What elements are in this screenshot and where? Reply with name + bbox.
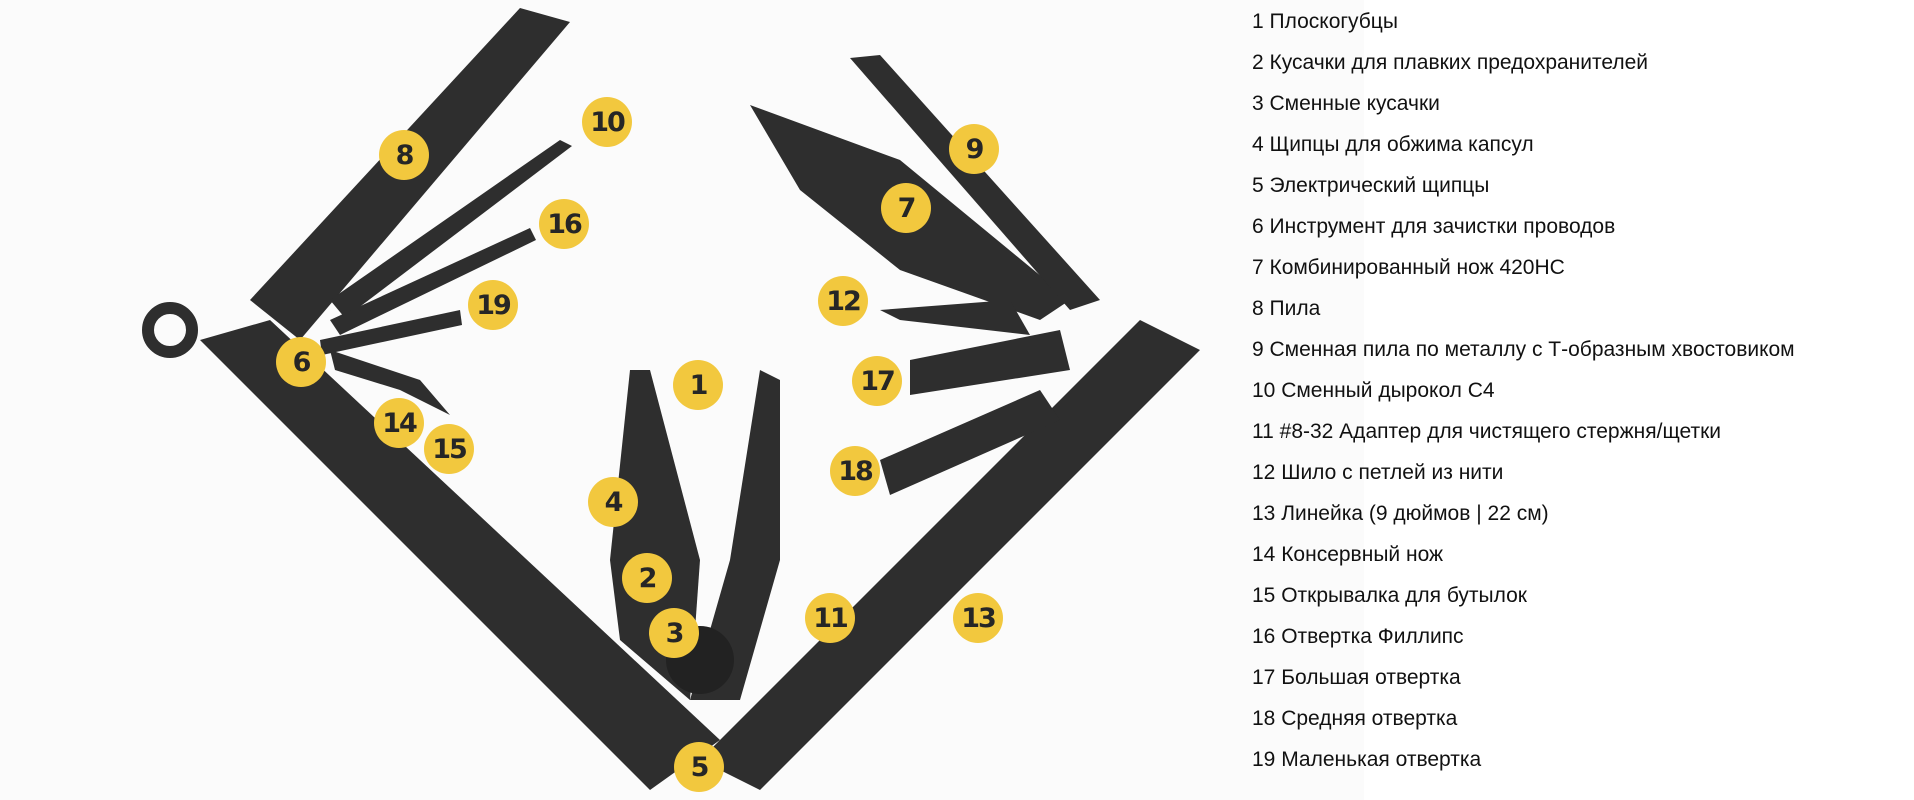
medium-screwdriver (880, 390, 1060, 495)
badge-2: 2 (622, 553, 672, 603)
legend-item: 18 Средняя отвертка (1252, 707, 1458, 730)
badge-12: 12 (818, 276, 868, 326)
pliers-jaw-right (690, 370, 780, 700)
legend-item: 3 Сменные кусачки (1252, 92, 1440, 115)
badge-13: 13 (953, 593, 1003, 643)
legend-item: 13 Линейка (9 дюймов | 22 см) (1252, 502, 1549, 525)
legend-item: 10 Сменный дырокол С4 (1252, 379, 1495, 402)
awl (880, 300, 1030, 335)
can-opener (330, 350, 450, 415)
badge-15: 15 (424, 424, 474, 474)
right-handle (700, 320, 1200, 790)
lanyard-ring (142, 302, 198, 358)
large-screwdriver (910, 330, 1070, 395)
legend-item: 6 Инструмент для зачистки проводов (1252, 215, 1616, 238)
legend-item: 4 Щипцы для обжима капсул (1252, 133, 1534, 156)
legend-item: 11 #8-32 Адаптер для чистящего стержня/щ… (1252, 420, 1722, 443)
metal-saw (850, 55, 1100, 310)
legend-item: 12 Шило с петлей из нити (1252, 461, 1504, 484)
badge-1: 1 (673, 360, 723, 410)
badge-4: 4 (588, 477, 638, 527)
legend-item: 17 Большая отвертка (1252, 666, 1461, 689)
badge-3: 3 (649, 608, 699, 658)
multitool-photo: 1 2 3 4 5 6 7 8 9 10 11 12 13 14 15 16 1… (142, 8, 1200, 792)
legend-item: 15 Открывалка для бутылок (1252, 584, 1527, 607)
legend-item: 5 Электрический щипцы (1252, 174, 1490, 197)
punch-tool (330, 140, 572, 318)
badge-16: 16 (539, 199, 589, 249)
badge-5: 5 (674, 742, 724, 792)
badge-19: 19 (468, 280, 518, 330)
legend-item: 7 Комбинированный нож 420HC (1252, 256, 1565, 279)
legend-item: 16 Отвертка Филлипс (1252, 625, 1464, 648)
badge-8: 8 (379, 130, 429, 180)
legend-item: 8 Пила (1252, 297, 1321, 320)
badge-7: 7 (881, 183, 931, 233)
legend-item: 14 Консервный нож (1252, 543, 1444, 566)
legend-item: 19 Маленькая отвертка (1252, 748, 1482, 771)
legend-item: 1 Плоскогубцы (1252, 10, 1398, 33)
left-handle (200, 320, 720, 790)
badge-11: 11 (805, 593, 855, 643)
badge-18: 18 (830, 446, 880, 496)
badge-17: 17 (852, 356, 902, 406)
badge-10: 10 (582, 97, 632, 147)
small-screwdriver (320, 310, 462, 355)
legend-item: 2 Кусачки для плавких предохранителей (1252, 51, 1649, 74)
badge-9: 9 (949, 124, 999, 174)
badge-14: 14 (374, 398, 424, 448)
legend-item: 9 Сменная пила по металлу с Т-образным х… (1252, 338, 1795, 361)
phillips-screwdriver (330, 228, 536, 335)
badge-6: 6 (276, 337, 326, 387)
tool-legend: 1 Плоскогубцы 2 Кусачки для плавких пред… (1252, 0, 1795, 780)
